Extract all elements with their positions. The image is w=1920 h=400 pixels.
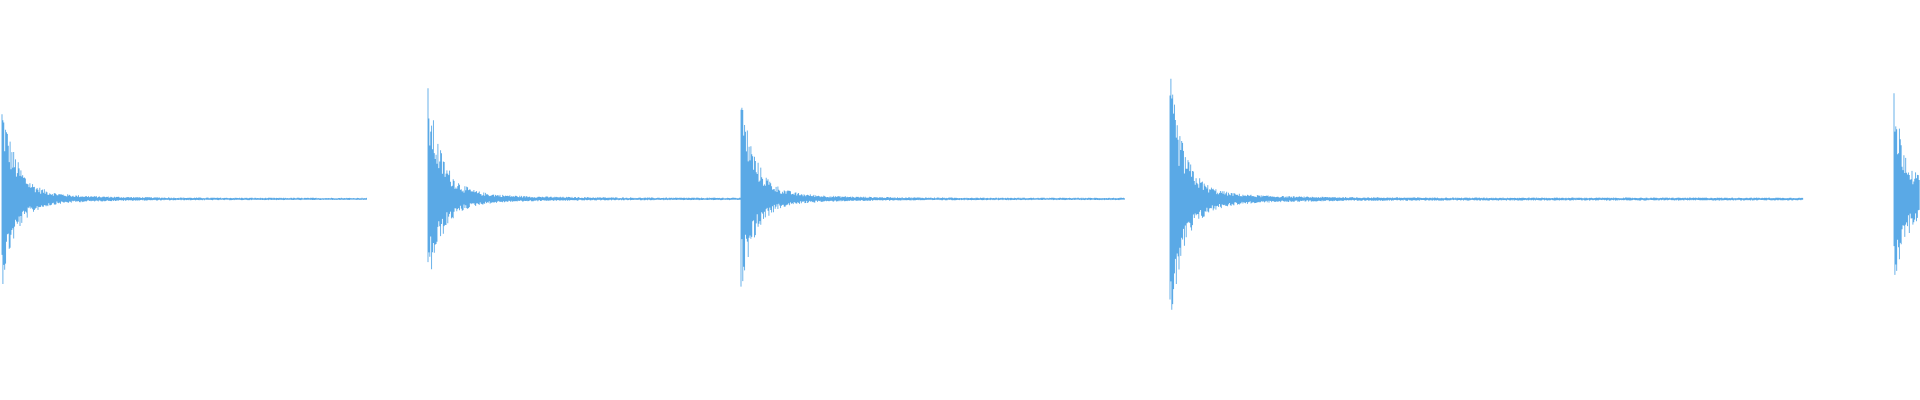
waveform-transient [1169, 78, 1804, 310]
waveform-samples [1893, 93, 1920, 275]
waveform-samples [1169, 78, 1804, 310]
waveform-samples [740, 107, 1125, 287]
waveform-transient [740, 107, 1125, 287]
waveform-samples [427, 88, 775, 270]
waveform-transient [1, 114, 367, 284]
waveform-transient [1893, 93, 1920, 275]
waveform-transient [427, 88, 775, 270]
